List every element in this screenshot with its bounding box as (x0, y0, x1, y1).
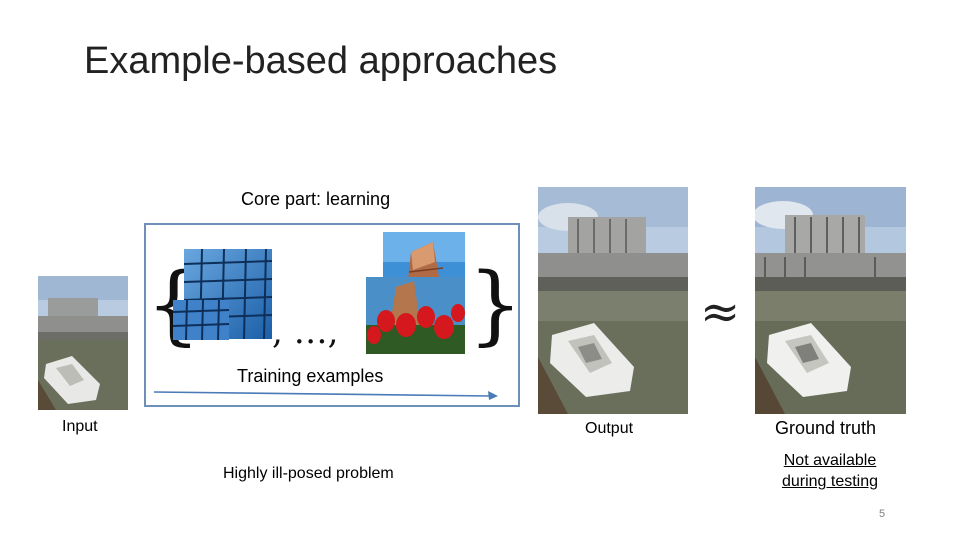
output-image (538, 187, 688, 414)
approx-symbol: ≈ (700, 284, 741, 340)
ill-posed-label: Highly ill-posed problem (223, 465, 394, 482)
slide-title: Example-based approaches (84, 40, 558, 82)
output-label: Output (585, 420, 634, 437)
ellipsis: , …, (272, 312, 339, 352)
input-to-output-arrow (152, 388, 502, 402)
close-brace: } (468, 255, 523, 355)
input-image (38, 276, 128, 410)
training-image-tulips (366, 277, 465, 354)
not-available-line-1: Not available (783, 452, 877, 469)
ground-truth-image (755, 187, 906, 414)
not-available-line-2: during testing (781, 473, 879, 490)
not-available-note: Not available during testing (770, 450, 890, 492)
core-part-label: Core part: learning (241, 189, 391, 209)
training-image-glass-facade-small (173, 300, 229, 340)
learning-box (144, 223, 520, 407)
ground-truth-label: Ground truth (775, 418, 877, 438)
page-number: 5 (879, 508, 886, 520)
training-examples-label: Training examples (237, 366, 384, 386)
input-label: Input (62, 418, 98, 435)
